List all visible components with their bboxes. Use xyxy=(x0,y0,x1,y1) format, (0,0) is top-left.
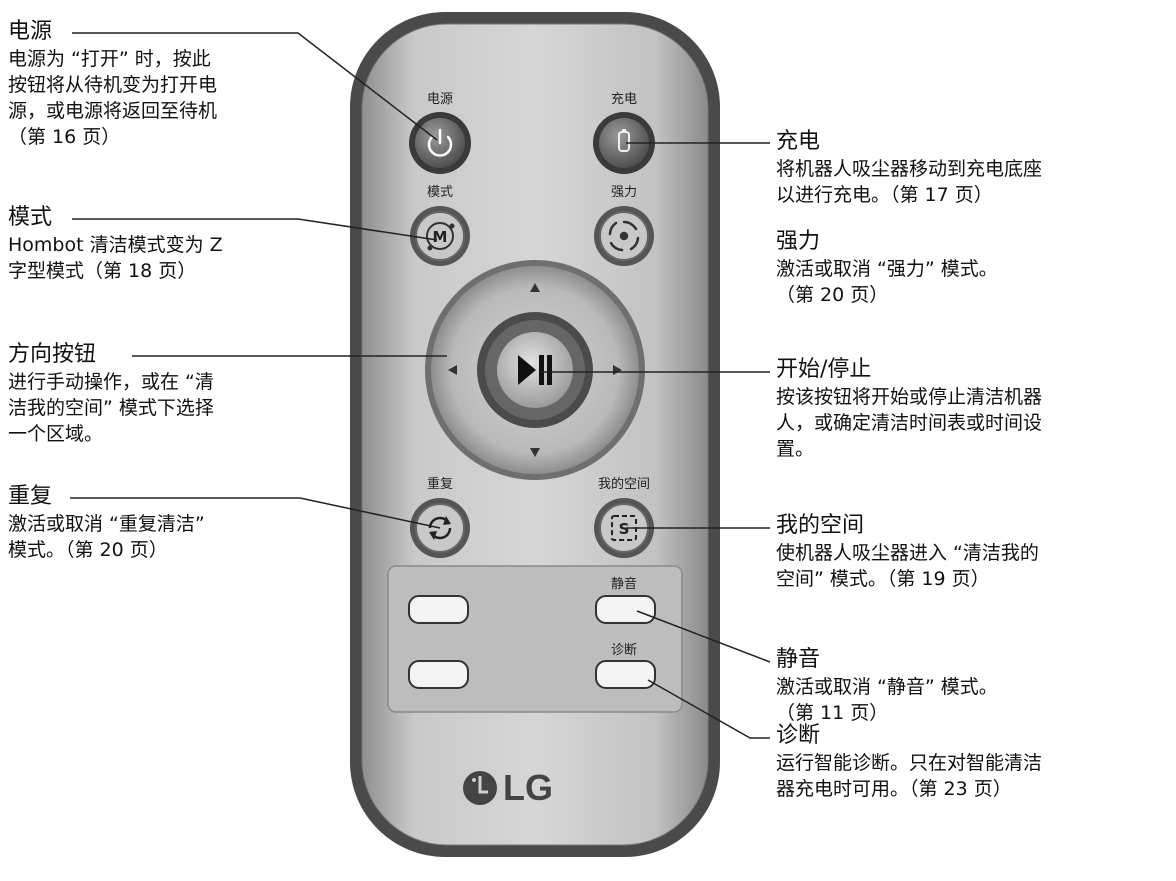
callout-direction-desc: 进行手动操作，或在 “清 洁我的空间” 模式下选择 一个区域。 xyxy=(8,371,214,445)
callout-diagnosis-desc: 运行智能诊断。只在对智能清洁 器充电时可用。（第 23 页） xyxy=(776,752,1043,800)
blank-button-lower[interactable] xyxy=(408,660,469,689)
turbo-fan-icon xyxy=(608,220,640,252)
callout-power-title: 电源 xyxy=(8,19,53,44)
diagnosis-button-label: 诊断 xyxy=(611,643,637,658)
lower-button-panel xyxy=(387,565,683,713)
callout-myspace: 我的空间 使机器人吸尘器进入 “清洁我的 空间” 模式。（第 19 页） xyxy=(776,512,1039,592)
leader-power xyxy=(72,32,438,141)
battery-icon xyxy=(618,129,630,152)
callout-charge-desc: 将机器人吸尘器移动到充电底座 以进行充电。（第 17 页） xyxy=(776,158,1043,206)
callout-mute: 静音 激活或取消 “静音” 模式。 （第 11 页） xyxy=(776,646,998,726)
leader-repeat xyxy=(70,497,441,529)
mute-button[interactable] xyxy=(595,595,656,624)
up-arrow-icon[interactable] xyxy=(530,283,540,292)
power-button[interactable] xyxy=(409,112,471,174)
start-stop-button[interactable] xyxy=(477,312,593,428)
callout-turbo-desc: 激活或取消 “强力” 模式。 （第 20 页） xyxy=(776,258,998,306)
power-button-label: 电源 xyxy=(427,92,453,107)
callout-diagnosis-title: 诊断 xyxy=(776,723,821,748)
callout-mode: 模式 Hombot 清洁模式变为 Z 字型模式（第 18 页） xyxy=(8,204,223,284)
callout-mute-title: 静音 xyxy=(776,647,821,672)
repeat-button-label: 重复 xyxy=(427,476,453,492)
leader-mute xyxy=(636,610,771,663)
charge-button-label: 充电 xyxy=(611,91,637,107)
down-arrow-icon[interactable] xyxy=(530,448,540,457)
callout-charge-title: 充电 xyxy=(776,129,821,154)
callout-charge: 充电 将机器人吸尘器移动到充电底座 以进行充电。（第 17 页） xyxy=(776,128,1042,208)
power-icon xyxy=(427,128,453,157)
callout-repeat-desc: 激活或取消 “重复清洁” 模式。（第 20 页） xyxy=(8,513,205,561)
charge-button[interactable] xyxy=(593,112,655,174)
diagnosis-button[interactable] xyxy=(595,660,656,689)
lg-brand-text: LG xyxy=(503,767,553,808)
blank-button-upper[interactable] xyxy=(408,595,469,624)
callout-direction-title: 方向按钮 xyxy=(8,342,97,367)
callout-diagnosis: 诊断 运行智能诊断。只在对智能清洁 器充电时可用。（第 23 页） xyxy=(776,722,1042,802)
callout-mute-desc: 激活或取消 “静音” 模式。 （第 11 页） xyxy=(776,676,998,724)
callout-startstop-title: 开始/停止 xyxy=(776,357,872,382)
callout-repeat-title: 重复 xyxy=(8,484,53,509)
turbo-button-label: 强力 xyxy=(611,185,637,200)
mode-button-label: 模式 xyxy=(427,185,453,200)
callout-turbo-title: 强力 xyxy=(776,229,821,254)
callout-turbo: 强力 激活或取消 “强力” 模式。 （第 20 页） xyxy=(776,228,998,308)
callout-myspace-title: 我的空间 xyxy=(776,513,865,538)
callout-repeat: 重复 激活或取消 “重复清洁” 模式。（第 20 页） xyxy=(8,483,205,563)
mode-m-icon: M xyxy=(426,222,455,251)
svg-text:M: M xyxy=(433,228,448,246)
callout-power-desc: 电源为 “打开” 时，按此 按钮将从待机变为打开电 源，或电源将返回至待机 （第… xyxy=(8,48,218,148)
callout-myspace-desc: 使机器人吸尘器进入 “清洁我的 空间” 模式。（第 19 页） xyxy=(776,542,1039,590)
turbo-button[interactable] xyxy=(594,206,654,266)
callout-startstop: 开始/停止 按该按钮将开始或停止清洁机器 人，或确定清洁时间表或时间设 置。 xyxy=(776,356,1042,462)
mode-button[interactable]: M xyxy=(410,206,470,266)
mute-button-label: 静音 xyxy=(611,576,637,592)
myspace-button-label: 我的空间 xyxy=(598,476,650,492)
leader-diagnosis xyxy=(647,679,770,739)
left-arrow-icon[interactable] xyxy=(448,365,457,375)
callout-startstop-desc: 按该按钮将开始或停止清洁机器 人，或确定清洁时间表或时间设 置。 xyxy=(776,386,1043,460)
callout-mode-desc: Hombot 清洁模式变为 Z 字型模式（第 18 页） xyxy=(8,234,223,282)
play-pause-icon xyxy=(518,355,552,385)
leader-mode-to-button xyxy=(297,218,438,241)
lg-logo: LG xyxy=(463,767,553,808)
svg-text:S: S xyxy=(619,520,630,538)
callout-power: 电源 电源为 “打开” 时，按此 按钮将从待机变为打开电 源，或电源将返回至待机… xyxy=(8,18,217,150)
callout-direction: 方向按钮 进行手动操作，或在 “清 洁我的空间” 模式下选择 一个区域。 xyxy=(8,341,214,447)
callout-mode-title: 模式 xyxy=(8,205,53,230)
